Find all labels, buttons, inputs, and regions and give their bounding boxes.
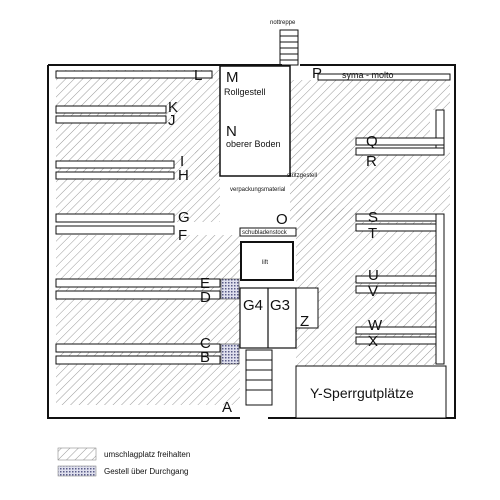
rack-letter-F: F bbox=[178, 227, 187, 244]
rack-letter-H: H bbox=[178, 167, 189, 184]
bulky-goods-area bbox=[295, 365, 447, 419]
rack-letter-X: X bbox=[368, 333, 378, 350]
emergency-staircase bbox=[279, 29, 299, 66]
upper-floor-block bbox=[219, 65, 291, 177]
drawer-stack bbox=[239, 227, 297, 237]
rack-ED bbox=[55, 278, 221, 300]
rack-letter-U: U bbox=[368, 267, 379, 284]
rack-WX bbox=[355, 326, 437, 345]
upper-floor-label: oberer Boden bbox=[226, 139, 281, 149]
drawer-stack-label: schubladenstock bbox=[242, 230, 288, 236]
rack-over-passage-CB bbox=[220, 343, 240, 365]
rack-letter-O: O bbox=[276, 211, 288, 228]
rack-letter-R: R bbox=[366, 153, 377, 170]
rack-letter-N: N bbox=[226, 123, 237, 140]
rack-Z bbox=[295, 287, 319, 329]
rack-ST bbox=[355, 213, 437, 232]
rack-letter-V: V bbox=[368, 283, 378, 300]
rack-letter-W: W bbox=[368, 317, 383, 334]
rack-IH bbox=[55, 160, 175, 180]
rack-L bbox=[55, 70, 213, 79]
rack-right-vertical bbox=[435, 213, 445, 365]
rack-letter-S: S bbox=[368, 209, 378, 226]
rack-over-passage-ED bbox=[220, 278, 240, 300]
packaging-material-label: verpackungsmaterial bbox=[230, 187, 285, 193]
inner-staircase bbox=[245, 349, 273, 406]
rack-letter-J: J bbox=[168, 112, 176, 129]
legend-hatch-swatch bbox=[57, 447, 97, 461]
room-label-G3: G3 bbox=[270, 297, 290, 314]
rack-letter-Z: Z bbox=[300, 313, 309, 330]
support-rack-label: stützgestell bbox=[287, 173, 317, 179]
rack-letter-D: D bbox=[200, 289, 211, 306]
emergency-stair-label: nottreppe bbox=[270, 20, 296, 26]
lift-shaft bbox=[240, 241, 294, 281]
rack-UV bbox=[355, 275, 437, 294]
rack-GF bbox=[55, 213, 175, 235]
rack-letter-C: C bbox=[200, 335, 211, 352]
rack-letter-G: G bbox=[178, 209, 190, 226]
rack-letter-T: T bbox=[368, 225, 377, 242]
rack-P bbox=[317, 73, 451, 81]
legend-hatch-label: umschlagplatz freihalten bbox=[104, 450, 190, 459]
rack-letter-A: A bbox=[222, 399, 232, 416]
rack-letter-P: P bbox=[312, 65, 322, 82]
rack-CB bbox=[55, 343, 221, 365]
rolling-rack-label: Rollgestell bbox=[224, 87, 266, 97]
rack-letter-K: K bbox=[168, 99, 178, 116]
rack-letter-M: M bbox=[226, 69, 239, 86]
room-label-G4: G4 bbox=[243, 297, 263, 314]
rack-letter-B: B bbox=[200, 349, 210, 366]
rack-letter-E: E bbox=[200, 275, 210, 292]
bulky-goods-label: Y-Sperrgutplätze bbox=[310, 385, 414, 401]
legend-grid-label: Gestell über Durchgang bbox=[104, 467, 189, 476]
rooms-G4-G3 bbox=[239, 287, 297, 349]
lift-label: lift bbox=[262, 260, 268, 266]
rack-QR bbox=[355, 137, 445, 156]
rack-letter-L: L bbox=[194, 67, 202, 84]
rack-letter-I: I bbox=[180, 153, 184, 170]
syma-molto-label: syma - molto bbox=[342, 70, 394, 80]
legend-grid-swatch bbox=[57, 465, 97, 477]
rack-letter-Q: Q bbox=[366, 133, 378, 150]
rack-KJ bbox=[55, 105, 167, 124]
